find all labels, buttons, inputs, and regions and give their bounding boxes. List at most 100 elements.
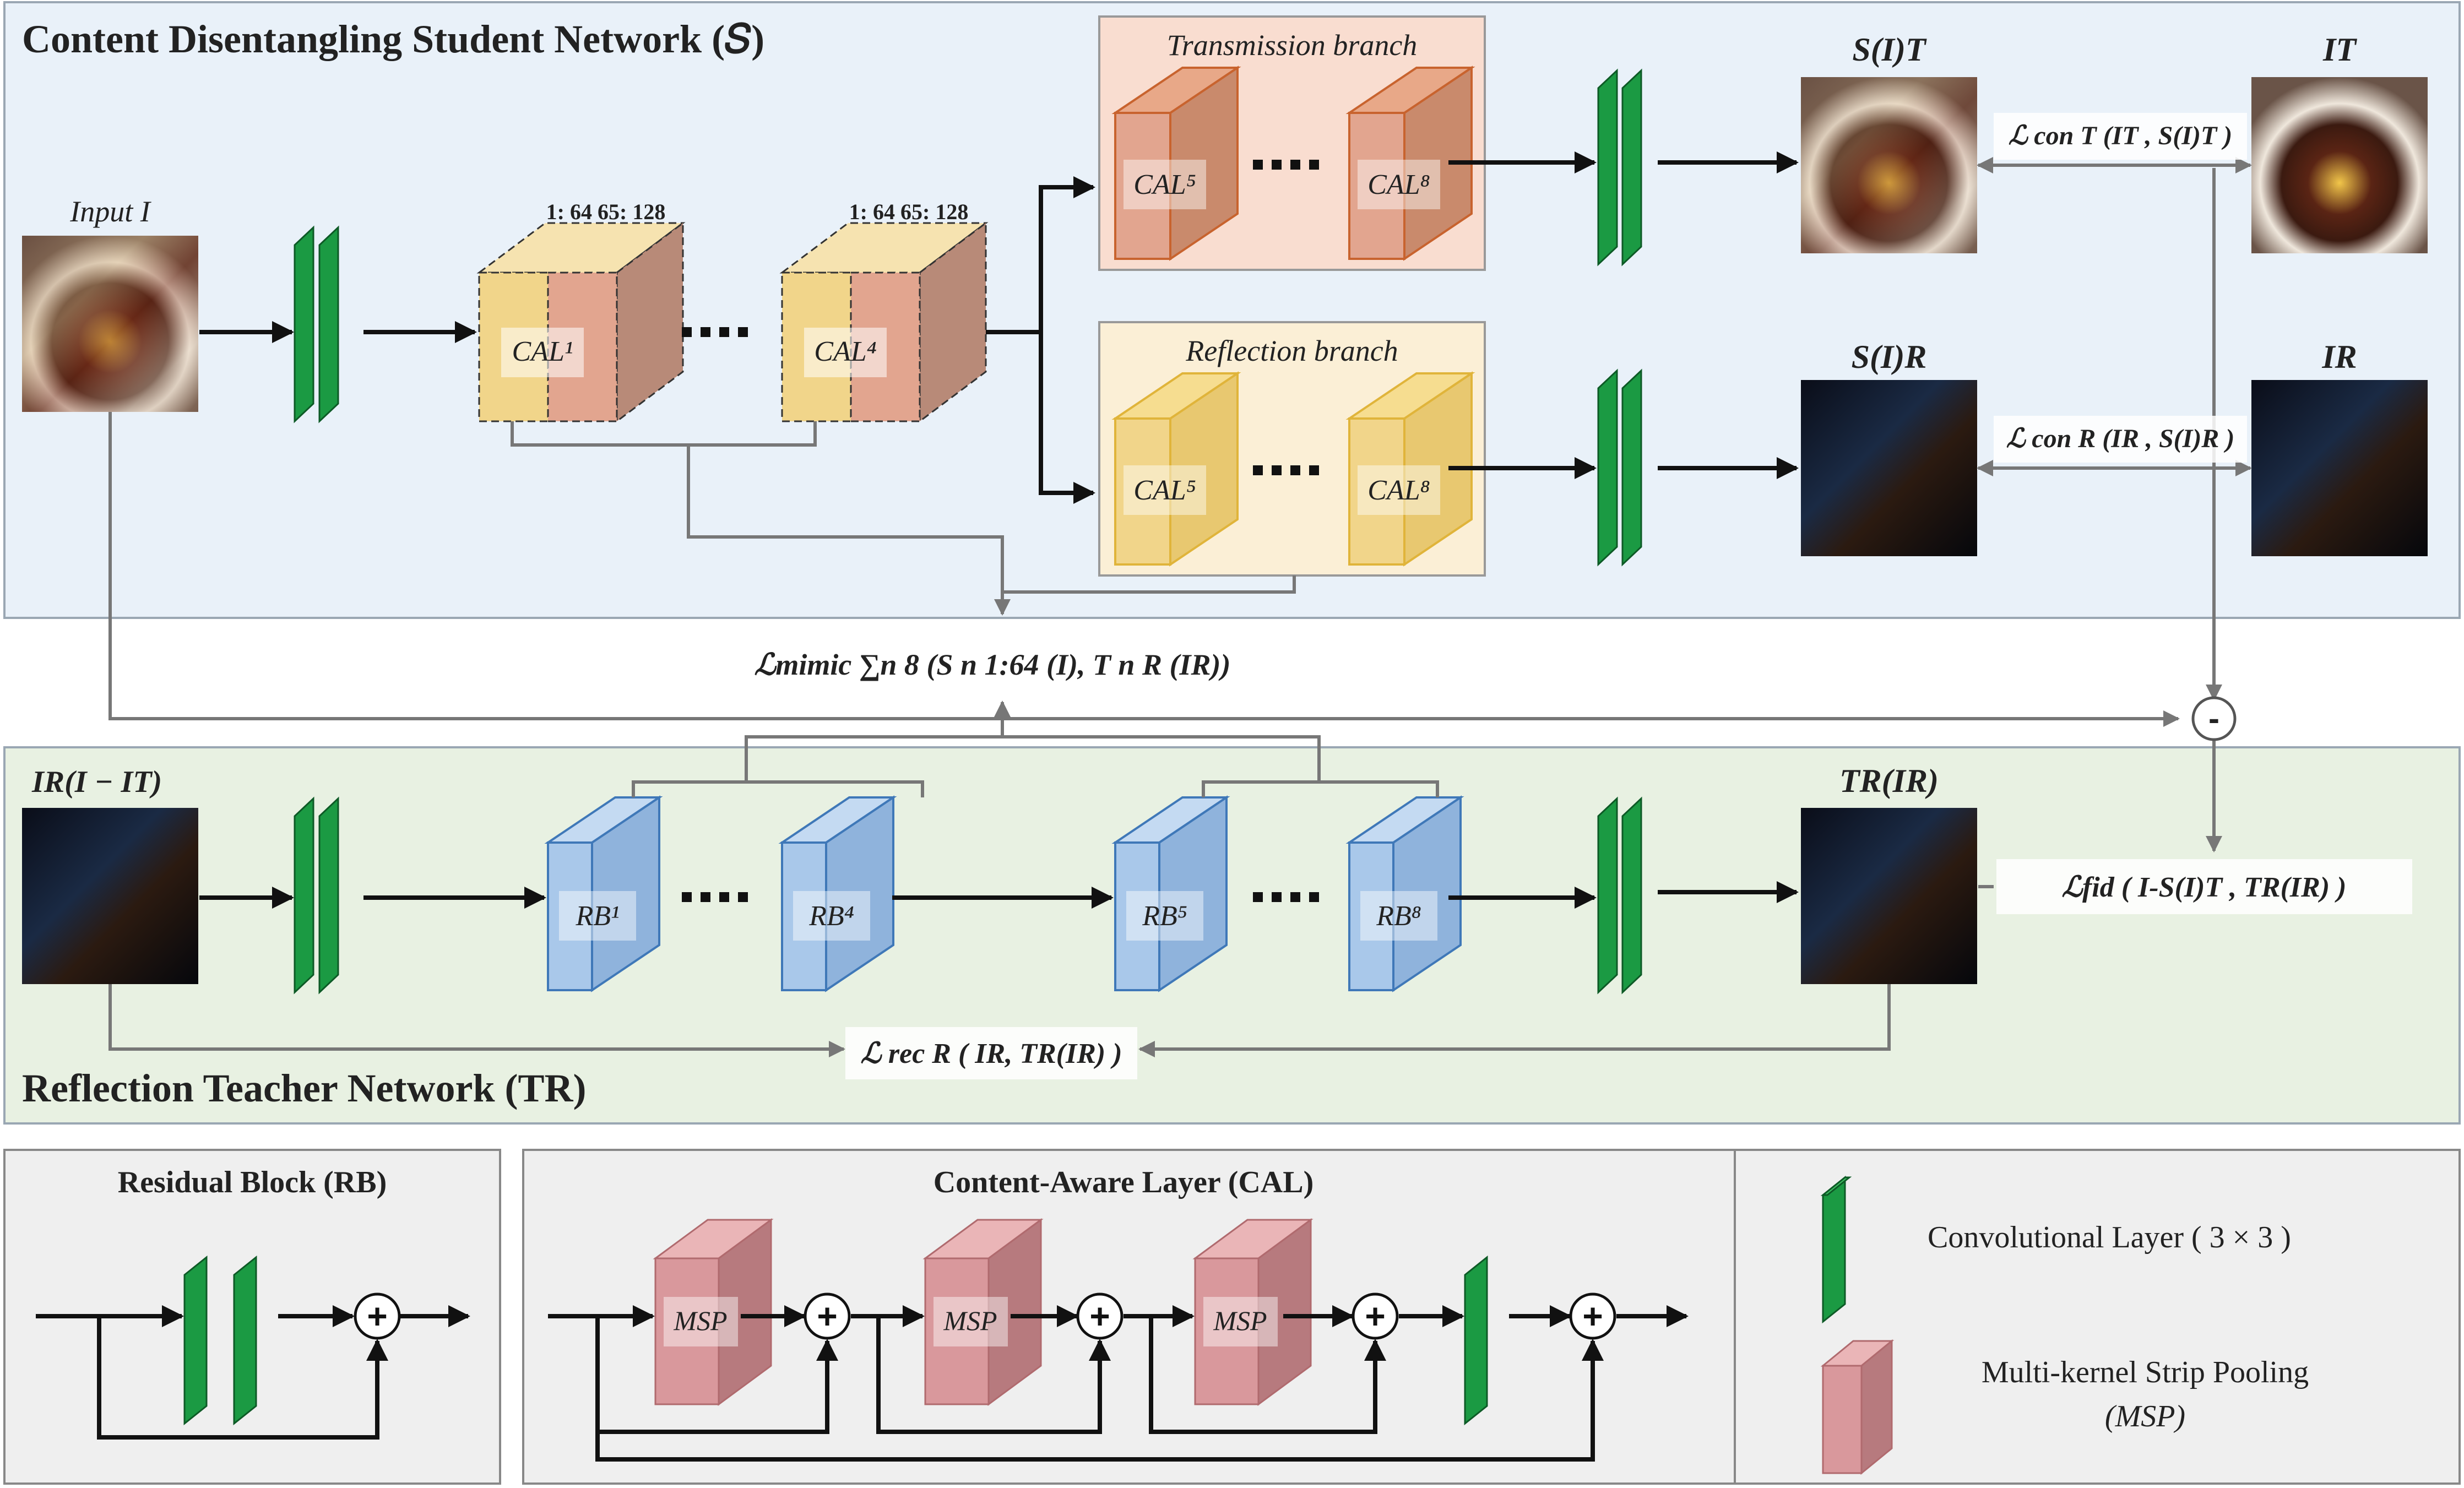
- output-transmission-label: S(I)T: [1852, 31, 1927, 68]
- conv-layer: [1464, 1255, 1488, 1426]
- add-symbol: +: [1089, 1296, 1110, 1336]
- rb-legend-arrows: [36, 1305, 470, 1440]
- teacher-input-label: IR(I − IT): [31, 765, 162, 799]
- channel-split-label: 1: 64 65: 128: [849, 199, 969, 224]
- rb-5-label: RB⁵: [1142, 900, 1187, 932]
- rb-block-5: [1111, 795, 1230, 992]
- cal-5-label: CAL⁵: [1133, 475, 1196, 506]
- flow-arrows: [199, 151, 1799, 909]
- conv-layer: [183, 1255, 257, 1426]
- msp-block: [1192, 1218, 1314, 1406]
- loss-rec: ℒ rec R ( IR, TR(IR) ): [860, 1038, 1122, 1069]
- msp-label-box: [664, 1297, 738, 1346]
- msp-label-box: [1203, 1297, 1278, 1346]
- teacher-output-label: TR(IR): [1839, 763, 1939, 799]
- loss-label-bg: [845, 1027, 1137, 1079]
- gt-transmission-label: IT: [2322, 31, 2357, 68]
- legend-conv-label: Convolutional Layer ( 3 × 3 ): [1928, 1220, 2291, 1255]
- input-image: [22, 236, 198, 412]
- conv-layer: [1597, 368, 1642, 567]
- add-node: [1076, 1293, 1124, 1340]
- loss-con-t: ℒ con T (IT , S(I)T ): [2009, 121, 2233, 150]
- add-node: [1569, 1293, 1616, 1340]
- teacher-output-image: [1801, 808, 1977, 984]
- conv-layer-legend-icon: [1820, 1175, 1852, 1324]
- gt-reflection-label: IR: [2321, 339, 2357, 375]
- subtract-node: [2191, 696, 2237, 741]
- add-node: [354, 1293, 401, 1340]
- loss-mimic: ℒmimic ∑n 8 (S n 1:64 (I), T n R (IR)): [755, 648, 1231, 681]
- msp-block: [653, 1218, 774, 1406]
- rb-block-8: [1345, 795, 1464, 992]
- rb-label-box: [793, 891, 870, 941]
- cal-block-8-reflection: [1345, 371, 1475, 567]
- add-symbol: +: [1582, 1296, 1603, 1336]
- msp-legend-icon: [1820, 1339, 1895, 1475]
- reflection-branch-label: Reflection branch: [1185, 334, 1398, 367]
- output-reflection-label: S(I)R: [1852, 339, 1927, 375]
- legend-cal-title: Content-Aware Layer (CAL): [934, 1165, 1314, 1199]
- cal-block-8-transmission: [1345, 66, 1475, 261]
- transmission-branch-label: Transmission branch: [1167, 29, 1418, 62]
- msp-label: MSP: [673, 1305, 727, 1336]
- subtract-symbol: -: [2208, 700, 2219, 737]
- cal-label-box: [804, 328, 887, 377]
- cal-8-label: CAL⁸: [1367, 169, 1430, 200]
- gray-connectors: [108, 157, 2252, 1057]
- cal-legend-arrows: [548, 1305, 1689, 1462]
- add-symbol: +: [1365, 1296, 1385, 1336]
- legend-msp-label-1: Multi-kernel Strip Pooling: [1982, 1355, 2309, 1389]
- legend-msp-label-2: (MSP): [2105, 1399, 2185, 1433]
- ellipsis: [1253, 465, 1319, 475]
- rb-4-label: RB⁴: [808, 900, 854, 932]
- rb-block-4: [778, 795, 897, 992]
- msp-block: [922, 1218, 1044, 1406]
- msp-label: MSP: [1213, 1305, 1267, 1336]
- loss-label-bg: [1994, 113, 2247, 160]
- ellipsis: [1253, 160, 1319, 170]
- cal-label-box: [1124, 465, 1206, 515]
- channel-split-label: 1: 64 65: 128: [546, 199, 666, 224]
- cal-block-5-reflection: [1111, 371, 1241, 567]
- cal-4-label: CAL⁴: [814, 336, 876, 367]
- rb-8-label: RB⁸: [1376, 900, 1421, 932]
- add-node: [804, 1293, 851, 1340]
- cal-label-box: [501, 328, 584, 377]
- ellipsis: [682, 892, 1319, 902]
- loss-label-bg: [1996, 859, 2412, 914]
- output-reflection-image: [1801, 380, 1977, 556]
- cal-5-label: CAL⁵: [1133, 169, 1196, 200]
- rb-1-label: RB¹: [575, 900, 619, 932]
- rb-label-box: [1126, 891, 1203, 941]
- teacher-input-image: [22, 808, 198, 984]
- output-transmission-image: [1801, 77, 1977, 253]
- msp-label: MSP: [943, 1305, 997, 1336]
- rb-label-box: [1360, 891, 1437, 941]
- cal-label-box: [1124, 160, 1206, 209]
- loss-con-r: ℒ con R (IR , S(I)R ): [2006, 424, 2235, 453]
- student-title: Content Disentangling Student Network (𝑆…: [22, 17, 764, 61]
- conv-layer: [294, 796, 339, 995]
- gt-transmission-image: [2251, 77, 2428, 253]
- ellipsis: [682, 327, 748, 337]
- conv-layer: [1597, 796, 1642, 995]
- add-symbol: +: [367, 1296, 387, 1336]
- cal-block-4: [779, 221, 989, 423]
- cal-1-label: CAL¹: [512, 336, 573, 367]
- conv-layer: [1597, 68, 1642, 267]
- cal-block-5-transmission: [1111, 66, 1241, 261]
- msp-label-box: [934, 1297, 1008, 1346]
- add-symbol: +: [817, 1296, 837, 1336]
- rb-block-1: [544, 795, 663, 992]
- loss-fid: ℒfid ( I-S(I)T , TR(IR) ): [2062, 872, 2347, 903]
- conv-layer: [294, 225, 339, 423]
- cal-label-box: [1358, 160, 1440, 209]
- cal-label-box: [1358, 465, 1440, 515]
- legend-rb-title: Residual Block (RB): [118, 1165, 387, 1199]
- teacher-panel: [3, 746, 2461, 1125]
- input-label: Input I: [69, 195, 151, 228]
- rb-label-box: [559, 891, 636, 941]
- add-node: [1352, 1293, 1399, 1340]
- teacher-title: Reflection Teacher Network (TR): [22, 1066, 586, 1110]
